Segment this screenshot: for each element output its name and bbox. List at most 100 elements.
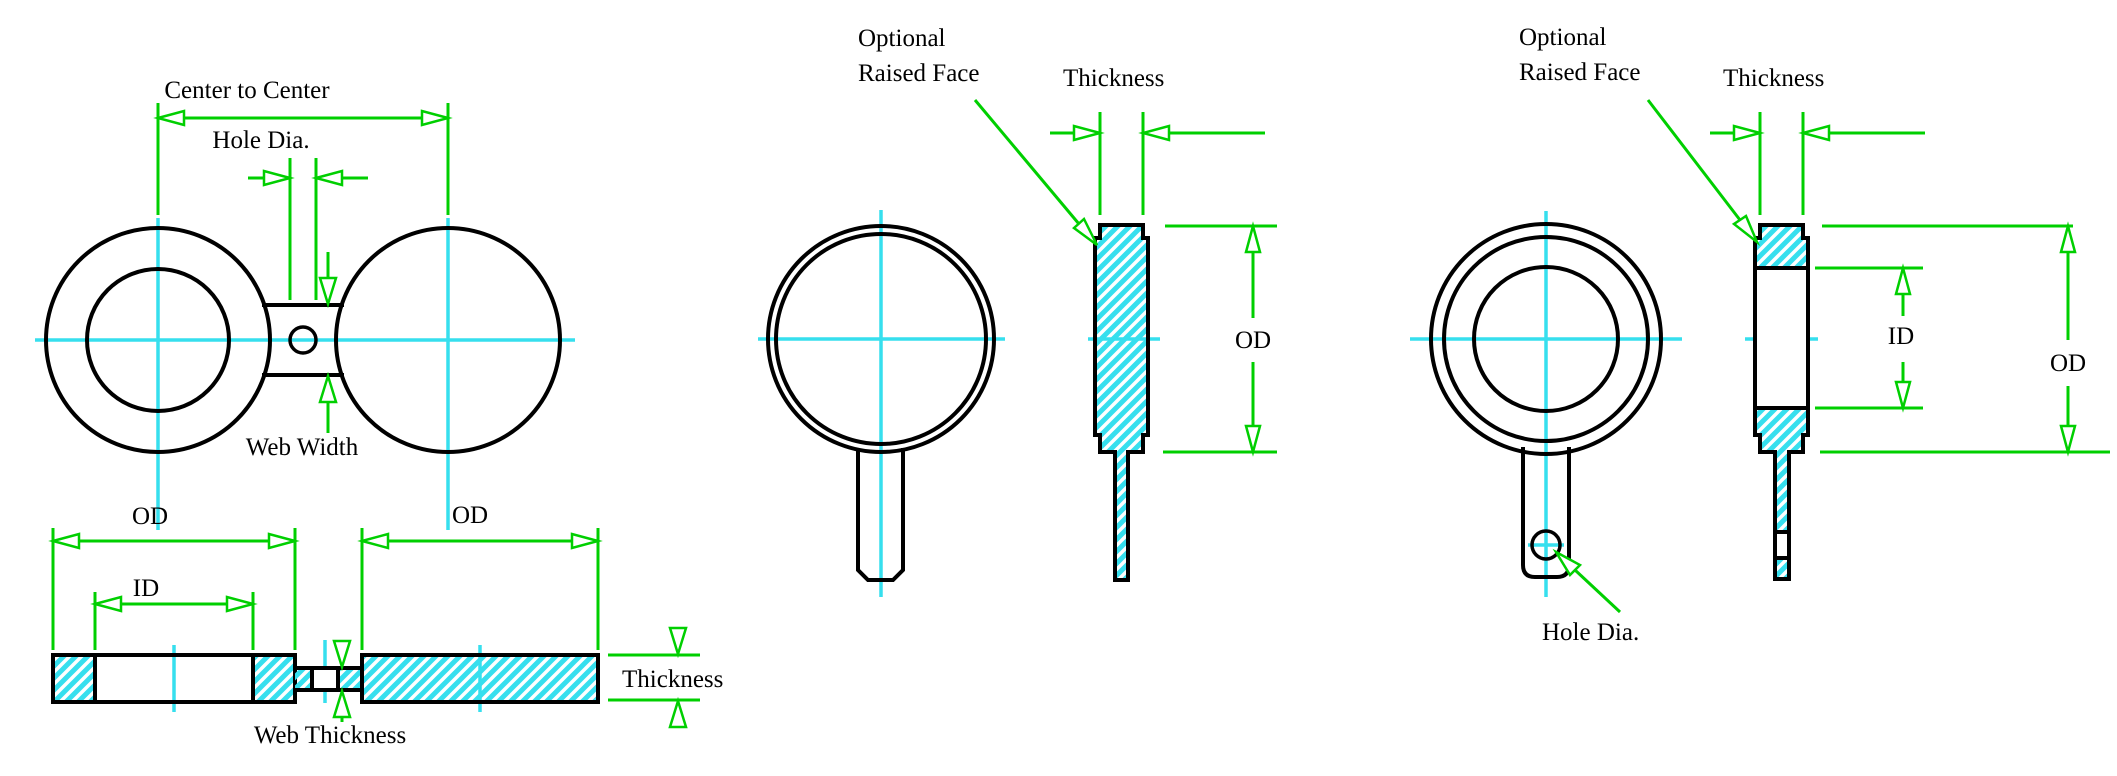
dimension-lines <box>608 653 700 702</box>
leader-arrowhead <box>1731 214 1761 246</box>
web-hole <box>288 325 318 355</box>
handle-outline <box>856 448 905 582</box>
bore-circle <box>1472 265 1620 413</box>
hole-dia-label: Hole Dia. <box>1542 619 1639 646</box>
left-arrowhead <box>357 532 390 550</box>
ring-section-left-hatch <box>53 655 95 702</box>
outer-circle <box>766 224 996 454</box>
side-profile-hatch <box>1093 223 1150 582</box>
left-arrowhead <box>48 532 81 550</box>
blind-circle <box>334 226 562 454</box>
up-arrowhead <box>1244 221 1262 254</box>
thickness-dimension: Thickness <box>1710 65 1925 215</box>
right-arrowhead <box>267 532 300 550</box>
outer-circle <box>1429 222 1663 456</box>
down-arrowhead <box>332 639 352 672</box>
hole-dia-label: Hole Dia. <box>212 127 309 154</box>
right-arrowhead <box>420 109 453 127</box>
left-arrowhead <box>153 109 186 127</box>
down-arrowhead <box>668 626 688 659</box>
center-to-center-dimension: Center to Center <box>153 77 453 215</box>
web-thickness-label: Web Thickness <box>254 722 406 749</box>
stem-hatch-upper <box>1775 452 1789 532</box>
leader-line <box>1573 568 1622 614</box>
hole-dia-dimension: Hole Dia. <box>212 127 368 300</box>
paddle-blank-side-view: Optional Raised Face Thickness OD <box>858 25 1277 582</box>
od-left-dimension: OD <box>48 503 300 650</box>
paddle-spacer-side-view: Optional Raised Face Thickness ID <box>1519 24 2110 581</box>
center-to-center-label: Center to Center <box>164 77 330 104</box>
side-body-bg <box>1755 268 1808 408</box>
web-hole-section <box>312 668 338 690</box>
thickness-dimension: Thickness <box>608 626 723 729</box>
left-arrowhead <box>1732 124 1765 142</box>
id-label: ID <box>133 575 159 602</box>
optional-raised-face-label-line2: Raised Face <box>858 60 979 87</box>
thickness-label: Thickness <box>1723 65 1824 92</box>
right-arrowhead <box>1138 124 1171 142</box>
down-arrowhead <box>1244 424 1262 457</box>
web-width-label: Web Width <box>246 434 359 461</box>
down-arrowhead <box>318 276 338 309</box>
extension-lines <box>1758 112 1805 215</box>
side-profile-outline <box>1753 223 1810 581</box>
hole-dia-callout: Hole Dia. <box>1542 548 1639 646</box>
od-left-label: OD <box>132 503 168 530</box>
thickness-label: Thickness <box>622 666 723 693</box>
optional-raised-face-label-line2: Raised Face <box>1519 59 1640 86</box>
leader-line <box>1646 99 1742 221</box>
paddle-spacer-front-view: Hole Dia. <box>1410 211 1682 646</box>
od-dimension: OD <box>1163 221 1277 457</box>
od-right-label: OD <box>452 502 488 529</box>
id-dimension: ID <box>1815 263 1923 413</box>
leader-arrowhead <box>1072 216 1099 247</box>
leader-line <box>973 99 1081 225</box>
spectacle-blind-section-view: OD ID OD Thickness Web Thickness <box>48 502 723 749</box>
optional-raised-face-callout: Optional Raised Face <box>1519 24 1761 246</box>
raised-face-circle <box>774 232 988 446</box>
top-hatch-wide <box>1755 238 1808 268</box>
stem-hatch-tip <box>1775 558 1789 579</box>
right-arrowhead <box>1798 124 1831 142</box>
optional-raised-face-label-line1: Optional <box>858 25 946 52</box>
od-label: OD <box>2050 350 2086 377</box>
down-arrowhead <box>1894 380 1912 413</box>
up-arrowhead <box>332 686 352 719</box>
blind-section-outline <box>360 653 600 704</box>
bottom-hatch-narrow <box>1760 435 1803 452</box>
spectacle-blind-front-view: Center to Center Hole Dia. Web Width <box>35 77 575 530</box>
optional-raised-face-label-line1: Optional <box>1519 24 1607 51</box>
od-right-dimension: OD <box>357 502 603 650</box>
web-section-edges <box>293 666 364 692</box>
up-arrowhead <box>2059 221 2077 254</box>
right-arrowhead <box>225 595 258 613</box>
extension-lines <box>1098 112 1145 215</box>
right-arrowhead <box>311 169 344 187</box>
handle-hole <box>1530 529 1562 561</box>
blind-section-hatch <box>362 655 598 702</box>
ring-section-bore-lines <box>93 653 255 704</box>
extension-lines <box>93 592 255 650</box>
extension-lines <box>156 103 450 215</box>
left-arrowhead <box>90 595 123 613</box>
ring-inner-circle <box>85 267 231 413</box>
up-arrowhead <box>1894 263 1912 296</box>
paddle-blank-front-view <box>758 210 1005 597</box>
left-arrowhead <box>262 169 295 187</box>
up-arrowhead <box>668 696 688 729</box>
web-width-dimension: Web Width <box>246 252 359 461</box>
thickness-dimension: Thickness <box>1050 65 1265 215</box>
id-label: ID <box>1888 323 1914 350</box>
id-dimension: ID <box>90 575 258 650</box>
od-dimension: OD <box>1820 221 2110 457</box>
left-arrowhead <box>1072 124 1105 142</box>
ring-section-right-hatch <box>253 655 295 702</box>
extension-lines <box>360 528 600 650</box>
right-arrowhead <box>570 532 603 550</box>
bore-section-lines <box>1753 266 1810 560</box>
web-thickness-dimension: Web Thickness <box>254 639 406 749</box>
bottom-hatch-wide <box>1755 408 1808 435</box>
ring-outer-circle <box>44 226 272 454</box>
